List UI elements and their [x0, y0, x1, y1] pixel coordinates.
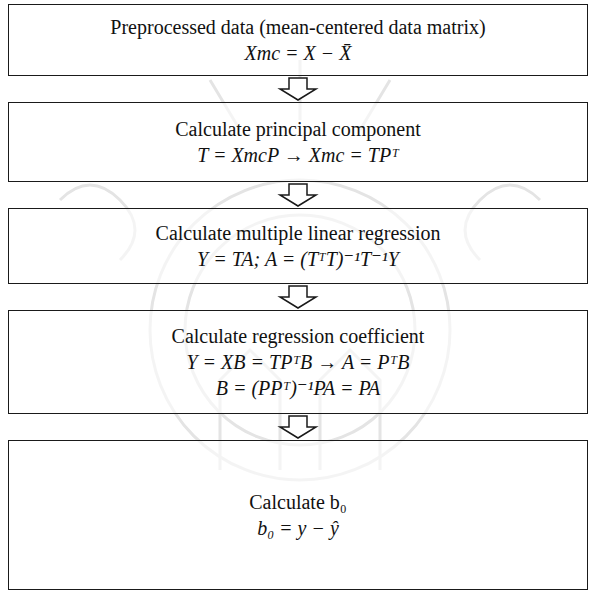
process-box: Preprocessed data (mean-centered data ma…: [8, 4, 588, 76]
watermark-ring: [150, 180, 450, 480]
step-formula: Y = XB = TPᵀB → A = PᵀB: [187, 349, 410, 375]
flow-arrow: [280, 416, 316, 438]
step-title: Preprocessed data (mean-centered data ma…: [110, 14, 485, 40]
flow-arrow: [280, 78, 316, 100]
step-formula: b₀ = y − ŷ: [257, 515, 339, 541]
step-formula: Y = TA; A = (TᵀT)⁻¹T⁻¹Y: [197, 246, 399, 272]
flow-arrow: [280, 286, 316, 308]
step-formula: T = XmcP → Xmc = TPᵀ: [197, 142, 399, 168]
step-title: Calculate regression coefficient: [172, 323, 425, 349]
process-box: Calculate regression coefficientY = XB =…: [8, 310, 588, 414]
flow-arrow: [280, 184, 316, 206]
process-box: Calculate multiple linear regressionY = …: [8, 208, 588, 284]
step-title: Calculate principal component: [175, 116, 420, 142]
process-box: Calculate b₀b₀ = y − ŷ: [8, 440, 588, 590]
step-title: Calculate multiple linear regression: [156, 220, 441, 246]
process-box: Calculate principal componentT = XmcP → …: [8, 102, 588, 182]
step-formula: B = (PPᵀ)⁻¹PA = PA: [216, 375, 381, 401]
step-formula: Xmc = X − X̄: [245, 40, 352, 66]
step-title: Calculate b₀: [249, 489, 347, 515]
